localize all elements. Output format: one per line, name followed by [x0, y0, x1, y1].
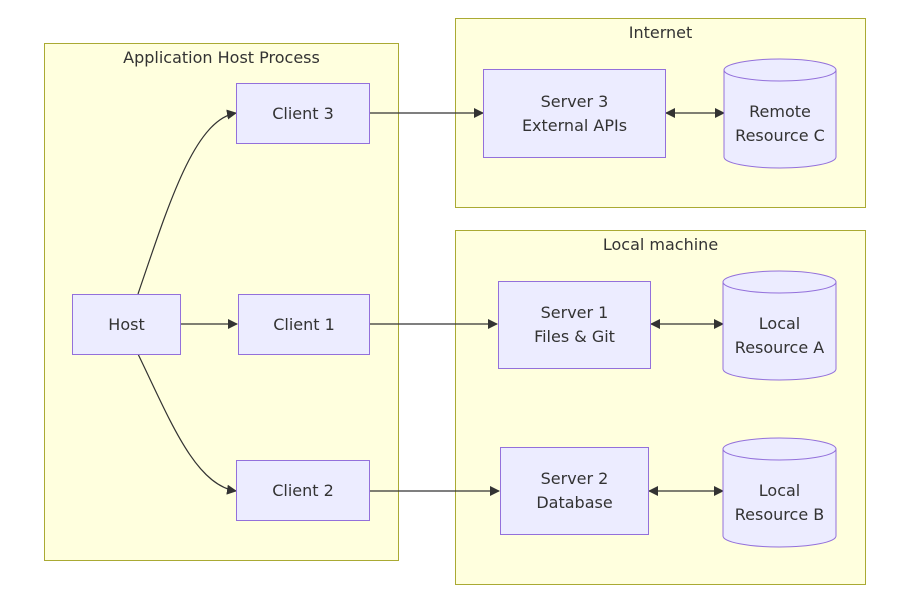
client-3-node[interactable]: Client 3: [236, 83, 370, 144]
node-label-line1: Remote: [749, 101, 811, 121]
server-2-node[interactable]: Server 2 Database: [500, 447, 649, 535]
node-label-line2: Resource B: [734, 504, 825, 524]
node-label-line2: Resource C: [735, 125, 825, 145]
node-label-line1: Local: [758, 480, 801, 500]
local-resource-a-database[interactable]: Local Resource A: [722, 270, 837, 381]
node-label-line2: Resource A: [734, 337, 825, 357]
node-label-line2: External APIs: [521, 115, 628, 135]
cluster-label: Internet: [628, 23, 693, 42]
client-2-node[interactable]: Client 2: [236, 460, 370, 521]
node-label-line1: Server 2: [540, 469, 609, 488]
client-1-node[interactable]: Client 1: [238, 294, 370, 355]
remote-resource-c-database[interactable]: Remote Resource C: [723, 58, 837, 169]
database-cylinder-icon: [722, 437, 837, 548]
edge-host-client2: [137, 353, 237, 495]
cluster-label: Local machine: [602, 235, 719, 254]
node-label: Client 2: [272, 480, 334, 500]
database-cylinder-icon: [723, 58, 837, 169]
node-label-line1: Server 1: [540, 303, 609, 322]
database-cylinder-icon: [722, 270, 837, 381]
node-label-line1: Local: [758, 313, 801, 333]
node-label-line2: Files & Git: [534, 327, 615, 346]
node-label: Client 3: [272, 103, 334, 123]
edge-host-client3: [137, 109, 237, 295]
host-node[interactable]: Host: [72, 294, 181, 355]
node-label: Host: [108, 314, 145, 334]
node-label-line2: Database: [536, 493, 613, 512]
server-3-node[interactable]: Server 3 External APIs: [483, 69, 666, 158]
local-resource-b-database[interactable]: Local Resource B: [722, 437, 837, 548]
server-1-node[interactable]: Server 1 Files & Git: [498, 281, 651, 369]
node-label: Client 1: [273, 314, 335, 334]
cluster-label: Application Host Process: [123, 48, 320, 67]
node-label-line1: Server 3: [540, 91, 609, 111]
